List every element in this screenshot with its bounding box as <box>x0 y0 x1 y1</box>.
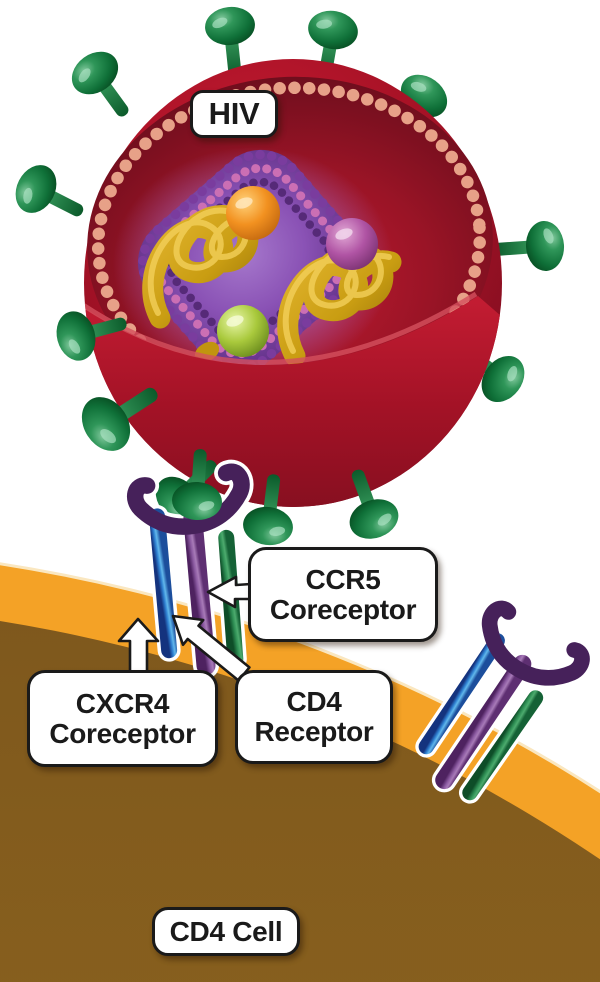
ccr5-coreceptor-label: CCR5 Coreceptor <box>248 547 438 642</box>
capsid-bead-ring-outer <box>138 149 362 373</box>
enzyme-orange-sphere <box>226 186 280 240</box>
cxcr4-label-line2: Coreceptor <box>49 717 196 749</box>
hiv-label: HIV <box>190 90 278 138</box>
enzyme-magenta-highlight <box>335 228 353 240</box>
cd4-cell-label-text: CD4 Cell <box>169 915 283 947</box>
rna-coils <box>142 205 402 367</box>
cd4-label-line2: Receptor <box>254 716 374 747</box>
hiv-label-text: HIV <box>208 96 260 132</box>
cxcr4-label-line1: CXCR4 <box>75 687 170 719</box>
ccr5-label-line2: Coreceptor <box>269 593 417 625</box>
enzyme-orange-highlight <box>235 197 253 209</box>
cd4-receptor-label: CD4 Receptor <box>235 670 393 764</box>
ccr5-label-line1: CCR5 <box>305 563 381 595</box>
enzyme-magenta-sphere <box>326 218 378 270</box>
enzyme-lime-sphere <box>217 305 269 357</box>
cd4-cell-label: CD4 Cell <box>152 907 300 956</box>
hiv-virion <box>7 4 566 548</box>
cd4-label-line1: CD4 <box>286 686 342 718</box>
ccr5-arrow <box>206 575 253 609</box>
enzyme-lime-highlight <box>226 315 244 327</box>
callout-arrows <box>117 575 253 682</box>
cxcr4-coreceptor-label: CXCR4 Coreceptor <box>27 670 218 767</box>
